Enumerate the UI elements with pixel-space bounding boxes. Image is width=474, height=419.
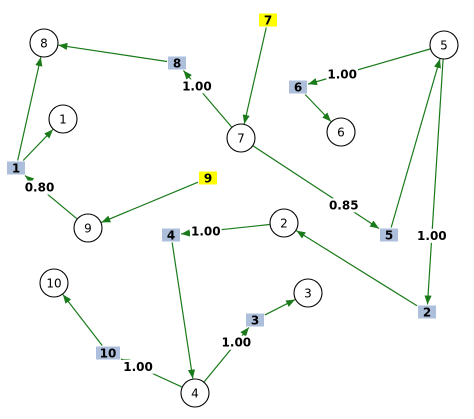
- circle-node-9[interactable]: 9: [73, 213, 103, 243]
- edge-label-background: [23, 180, 56, 195]
- box-node-shape: [168, 56, 186, 70]
- edge-label-background: [416, 228, 448, 243]
- box-node-10-blue[interactable]: 10: [96, 346, 120, 361]
- box-node-label: 8: [173, 57, 181, 71]
- edge-weight-label: 0.85: [329, 198, 359, 212]
- edge-labels-layer: 1.00 0.85 0.80 1.00 1.00 1.00 1.00 1.00: [23, 67, 448, 374]
- edge-weight-label: 1.00: [182, 79, 212, 93]
- edge-b10-to-c10: [62, 294, 103, 346]
- circle-node-shape: [326, 117, 356, 147]
- box-node-label: 7: [264, 14, 272, 28]
- edge-label-background: [220, 335, 253, 350]
- box-node-label: 10: [100, 347, 117, 361]
- box-node-shape: [259, 13, 277, 27]
- circle-node-7[interactable]: 7: [226, 123, 256, 153]
- box-node-shape: [418, 305, 436, 319]
- circle-node-10[interactable]: 10: [39, 268, 69, 298]
- edge-weight-label: 0.80: [25, 181, 55, 195]
- circle-node-3[interactable]: 3: [293, 278, 323, 308]
- edge-b1-to-c8: [17, 57, 43, 161]
- box-node-shape: [162, 228, 180, 242]
- circle-node-shape: [29, 28, 59, 58]
- box-node-6-blue[interactable]: 6: [289, 80, 307, 95]
- box-node-label: 9: [204, 172, 212, 186]
- edge-b5-to-c5: [390, 58, 441, 228]
- circle-node-shape: [73, 213, 103, 243]
- circle-node-label: 2: [280, 217, 288, 231]
- edge-label-background: [189, 224, 222, 239]
- circle-node-label: 6: [337, 126, 345, 140]
- circle-node-shape: [226, 123, 256, 153]
- circle-node-label: 10: [46, 277, 61, 291]
- nodes-layer: 8 1 9 7 6 5 2 3 10 4 8 1 7 6 9 4 5 3 10 2: [7, 13, 459, 408]
- edge-weight-label: 1.00: [417, 229, 447, 243]
- circle-node-4[interactable]: 4: [180, 378, 210, 408]
- circle-node-label: 3: [304, 287, 312, 301]
- edge-label-background: [181, 79, 213, 94]
- circle-node-label: 7: [237, 132, 245, 146]
- box-node-shape: [199, 171, 217, 185]
- circle-node-label: 4: [191, 387, 199, 401]
- edge-b7-to-c7: [242, 27, 267, 124]
- box-node-5-blue[interactable]: 5: [380, 228, 398, 243]
- box-node-3-blue[interactable]: 3: [246, 313, 264, 328]
- circle-node-8[interactable]: 8: [29, 28, 59, 58]
- edge-c5-to-b6: [307, 48, 431, 86]
- edge-b6-to-c6: [304, 94, 332, 122]
- edge-label-background: [327, 198, 360, 213]
- edge-label-background: [326, 67, 358, 82]
- circle-node-5[interactable]: 5: [429, 30, 459, 60]
- box-node-2-blue[interactable]: 2: [418, 305, 436, 320]
- circle-node-shape: [180, 378, 210, 408]
- box-node-8-blue[interactable]: 8: [168, 56, 186, 71]
- edge-label-background: [122, 359, 154, 374]
- edge-c5-to-b2: [424, 59, 444, 305]
- circle-node-1[interactable]: 1: [48, 104, 78, 134]
- edge-b2-to-c2: [295, 230, 418, 307]
- edges-layer: [17, 27, 444, 388]
- circle-node-6[interactable]: 6: [326, 117, 356, 147]
- edge-weight-label: 1.00: [327, 67, 357, 81]
- box-node-label: 3: [251, 314, 259, 328]
- edge-weight-label: 1.00: [222, 336, 252, 350]
- box-node-1-blue[interactable]: 1: [7, 161, 25, 176]
- box-node-label: 5: [385, 229, 393, 243]
- circle-node-shape: [429, 30, 459, 60]
- box-node-shape: [96, 346, 120, 360]
- circle-node-label: 8: [40, 37, 48, 51]
- box-node-label: 1: [12, 162, 20, 176]
- box-node-7-yellow[interactable]: 7: [259, 13, 277, 28]
- box-node-label: 6: [294, 81, 302, 95]
- circle-node-2[interactable]: 2: [269, 208, 299, 238]
- circle-node-shape: [269, 208, 299, 238]
- box-node-label: 2: [423, 306, 431, 320]
- circle-node-label: 9: [84, 222, 92, 236]
- circle-node-label: 5: [440, 39, 448, 53]
- box-node-shape: [246, 313, 264, 327]
- edge-b8-to-c8: [58, 42, 168, 63]
- edge-b9-to-c9: [101, 181, 199, 223]
- circle-node-shape: [48, 104, 78, 134]
- edge-b4-to-c4: [171, 242, 196, 379]
- circle-node-label: 1: [59, 113, 67, 127]
- edge-b3-to-c3: [264, 299, 296, 316]
- box-node-shape: [289, 80, 307, 94]
- edge-b1-to-c1: [22, 129, 54, 161]
- edge-weight-label: 1.00: [191, 224, 221, 238]
- box-node-9-yellow[interactable]: 9: [199, 171, 217, 186]
- box-node-shape: [7, 161, 25, 175]
- circle-node-shape: [39, 268, 69, 298]
- box-node-label: 4: [167, 229, 175, 243]
- edge-c7-to-b5: [252, 145, 380, 229]
- box-node-4-blue[interactable]: 4: [162, 228, 180, 243]
- circle-node-shape: [293, 278, 323, 308]
- edge-weight-label: 1.00: [123, 360, 153, 374]
- box-node-shape: [380, 228, 398, 242]
